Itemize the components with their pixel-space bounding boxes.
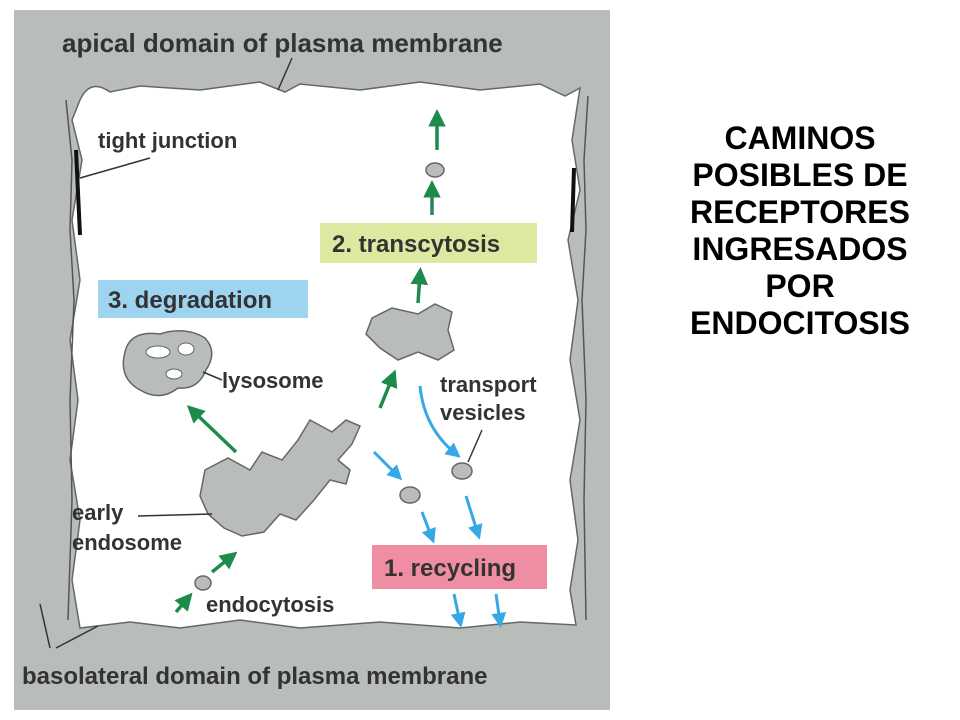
title-line: RECEPTORES: [690, 194, 910, 230]
transport-vesicle-pointer: [467, 429, 483, 463]
endosome-label: endosome: [72, 530, 182, 555]
early-endosome-pointer: [137, 513, 213, 517]
transcytotic-compartment: [365, 303, 455, 361]
tight-junction-left: [74, 149, 82, 236]
basolateral-pointer-1: [39, 603, 51, 649]
transcytosis-vesicle: [425, 162, 445, 178]
transcytosis-arrow-from-endosome: [378, 369, 398, 409]
lysosome-inclusion-2: [177, 342, 195, 356]
lysosome-label: lysosome: [222, 368, 324, 393]
tight-junction-pointer-line: [79, 157, 151, 179]
right-junction-line: [581, 95, 589, 621]
transcytosis-arrow-low: [410, 267, 429, 304]
tight-junction-right: [570, 167, 576, 233]
recycling-curve-arrow: [418, 385, 461, 458]
lysosome-inclusion-1: [145, 345, 171, 359]
basolateral-domain-label: basolateral domain of plasma membrane: [22, 663, 487, 690]
recycling-arrow-2: [420, 511, 436, 544]
transport-vesicle-left: [399, 486, 421, 504]
endocytosis-arrow-in: [174, 592, 193, 614]
recycling-arrow-1: [372, 450, 403, 481]
recycling-box: [372, 545, 547, 589]
lysosome-inclusion-3: [165, 368, 183, 380]
transport-vesicle-right: [451, 462, 473, 480]
degradation-arrow: [186, 405, 238, 454]
cell-interior: [69, 81, 581, 629]
endocytosis-arrow-to-endosome: [210, 551, 238, 574]
recycling-arrow-3: [464, 495, 483, 540]
title-line: POR: [765, 268, 835, 304]
early-endosome-shape: [199, 418, 361, 537]
endocytosis-label: endocytosis: [206, 592, 334, 617]
recycling-arrow-out-2: [491, 593, 507, 628]
vesicles-label: vesicles: [440, 400, 526, 425]
transcytosis-box: [320, 223, 537, 263]
title-line: CAMINOS: [724, 120, 876, 156]
recycling-label: 1. recycling: [384, 555, 516, 582]
early-label: early: [72, 500, 124, 525]
left-junction-line: [65, 99, 75, 621]
transport-label: transport: [440, 372, 537, 397]
title-line: ENDOCITOSIS: [690, 305, 910, 341]
degradation-box: [98, 280, 308, 318]
transcytosis-label: 2. transcytosis: [332, 231, 500, 258]
title-line: POSIBLES DE: [692, 157, 908, 193]
lysosome-pointer-line: [202, 371, 223, 381]
basolateral-pointer-2: [55, 625, 99, 649]
tight-junction-label: tight junction: [98, 128, 237, 153]
apical-pointer-line: [277, 57, 293, 91]
apical-domain-label: apical domain of plasma membrane: [62, 28, 503, 58]
slide-title: CAMINOS POSIBLES DE RECEPTORES INGRESADO…: [640, 120, 960, 342]
recycling-arrow-out-1: [450, 593, 466, 628]
title-line: INGRESADOS: [692, 231, 908, 267]
endocytic-vesicle: [194, 575, 212, 591]
degradation-label: 3. degradation: [108, 287, 272, 314]
